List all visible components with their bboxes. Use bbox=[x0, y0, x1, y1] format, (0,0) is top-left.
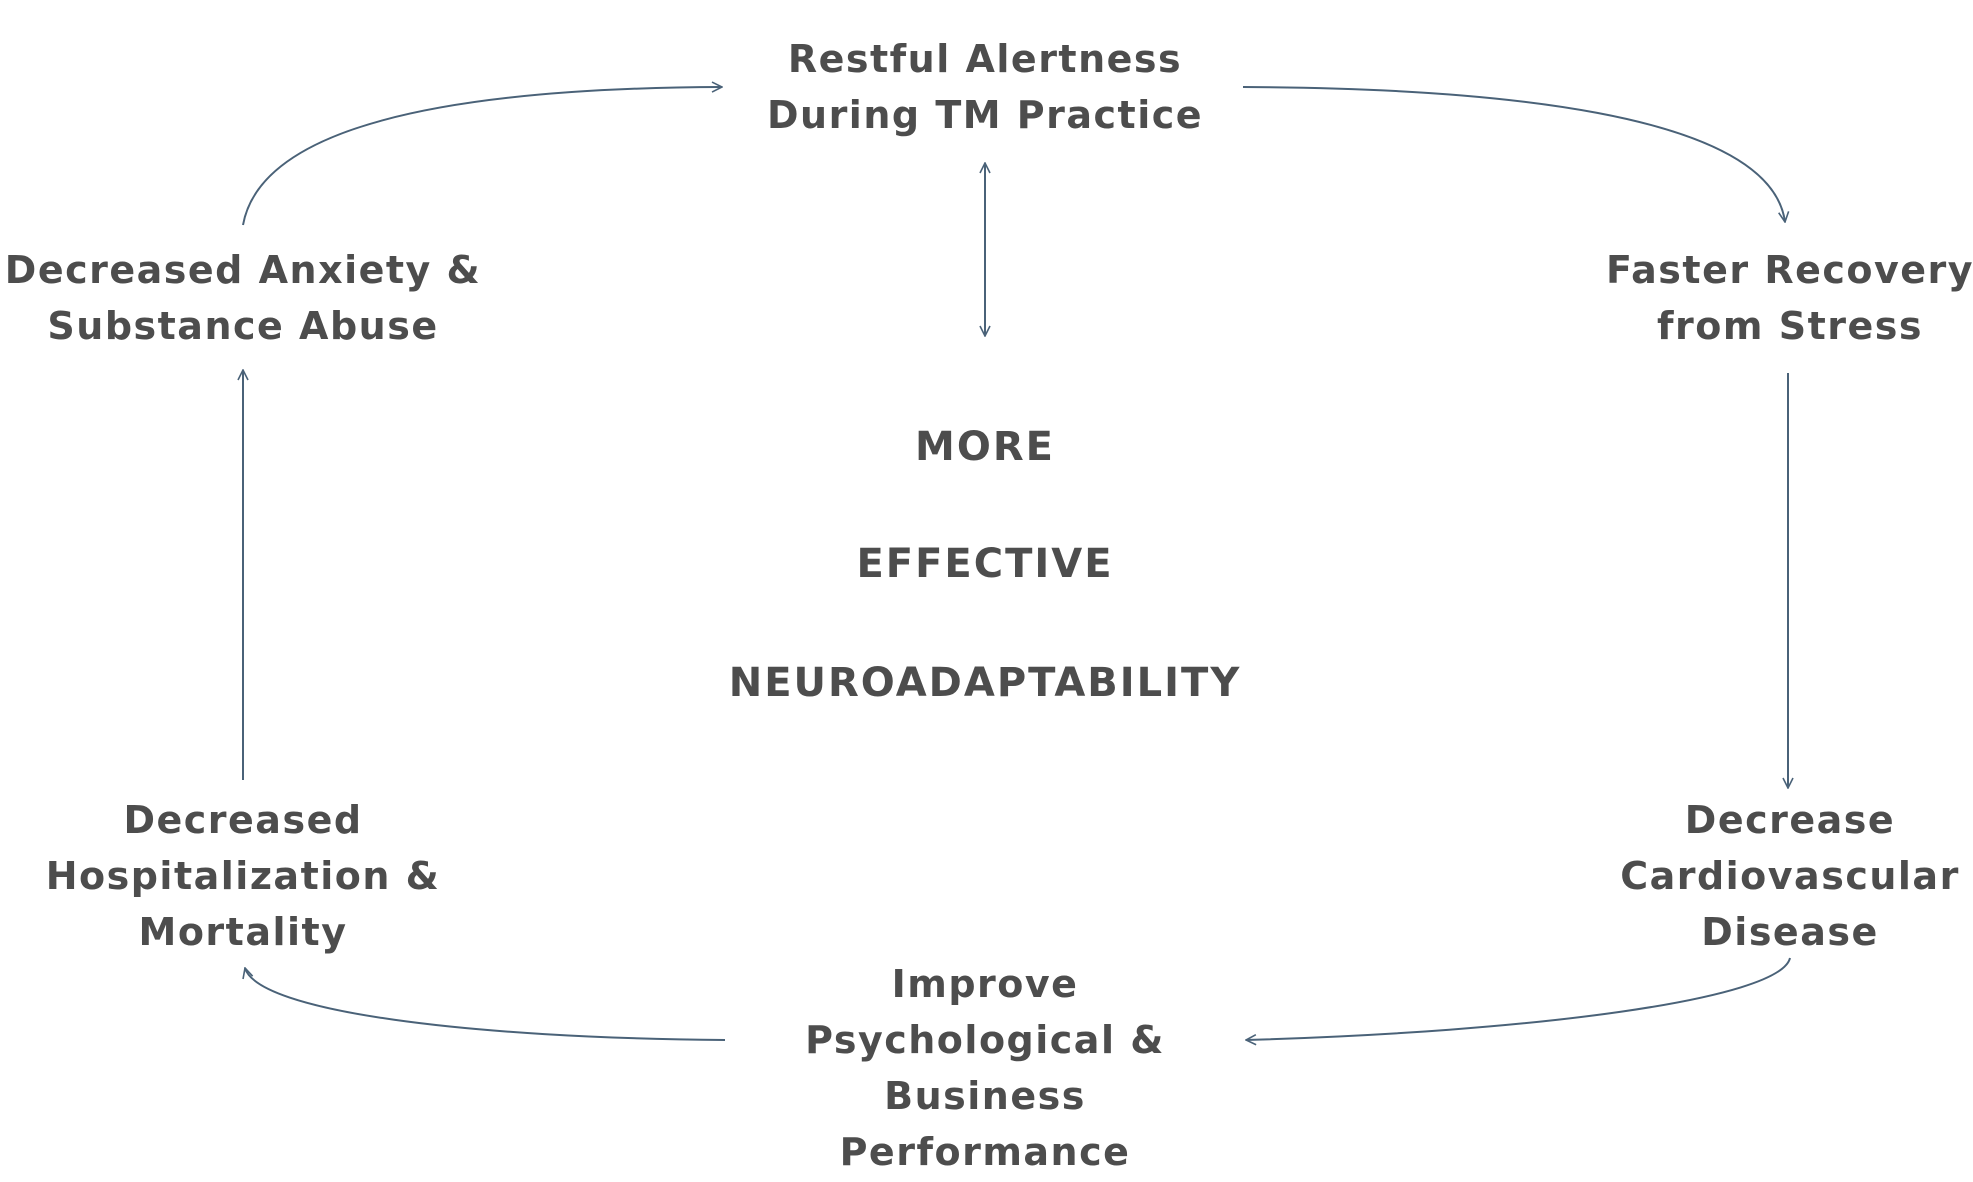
node-line: Improve bbox=[891, 962, 1079, 1006]
node-line: Performance bbox=[839, 1130, 1131, 1174]
node-line: Decreased bbox=[123, 798, 363, 842]
node-decrease-cardiovascular-disease: Decrease Cardiovascular Disease bbox=[1620, 792, 1960, 960]
node-line: During TM Practice bbox=[766, 93, 1204, 137]
node-line: Decrease bbox=[1684, 798, 1896, 842]
arrow-bottom-to-bottom-left bbox=[245, 968, 726, 1041]
node-decreased-anxiety: Decreased Anxiety & Substance Abuse bbox=[5, 242, 481, 354]
node-line: Decreased Anxiety & bbox=[4, 248, 482, 292]
arrow-top-to-top-right bbox=[1242, 86, 1785, 222]
node-line: Substance Abuse bbox=[47, 304, 439, 348]
node-improve-performance: Improve Psychological & Business Perform… bbox=[805, 956, 1165, 1180]
node-decreased-hospitalization: Decreased Hospitalization & Mortality bbox=[46, 792, 441, 960]
center-label-effective: EFFECTIVE bbox=[856, 541, 1114, 587]
node-line: Business bbox=[884, 1074, 1086, 1118]
arrow-top-left-to-top bbox=[242, 87, 722, 226]
node-line: Psychological & bbox=[805, 1018, 1165, 1062]
node-line: Restful Alertness bbox=[787, 37, 1183, 81]
node-line: Mortality bbox=[138, 910, 348, 954]
node-line: Disease bbox=[1701, 910, 1879, 954]
node-faster-recovery: Faster Recovery from Stress bbox=[1606, 242, 1973, 354]
node-line: Hospitalization & bbox=[45, 854, 441, 898]
node-line: from Stress bbox=[1657, 304, 1923, 348]
arrow-bottom-right-to-bottom bbox=[1246, 957, 1791, 1040]
node-restful-alertness: Restful Alertness During TM Practice bbox=[767, 31, 1203, 143]
center-label-more: MORE bbox=[915, 424, 1055, 470]
node-line: Cardiovascular bbox=[1620, 854, 1960, 898]
node-line: Faster Recovery bbox=[1605, 248, 1973, 292]
center-label-neuroadaptability: NEUROADAPTABILITY bbox=[728, 660, 1242, 706]
